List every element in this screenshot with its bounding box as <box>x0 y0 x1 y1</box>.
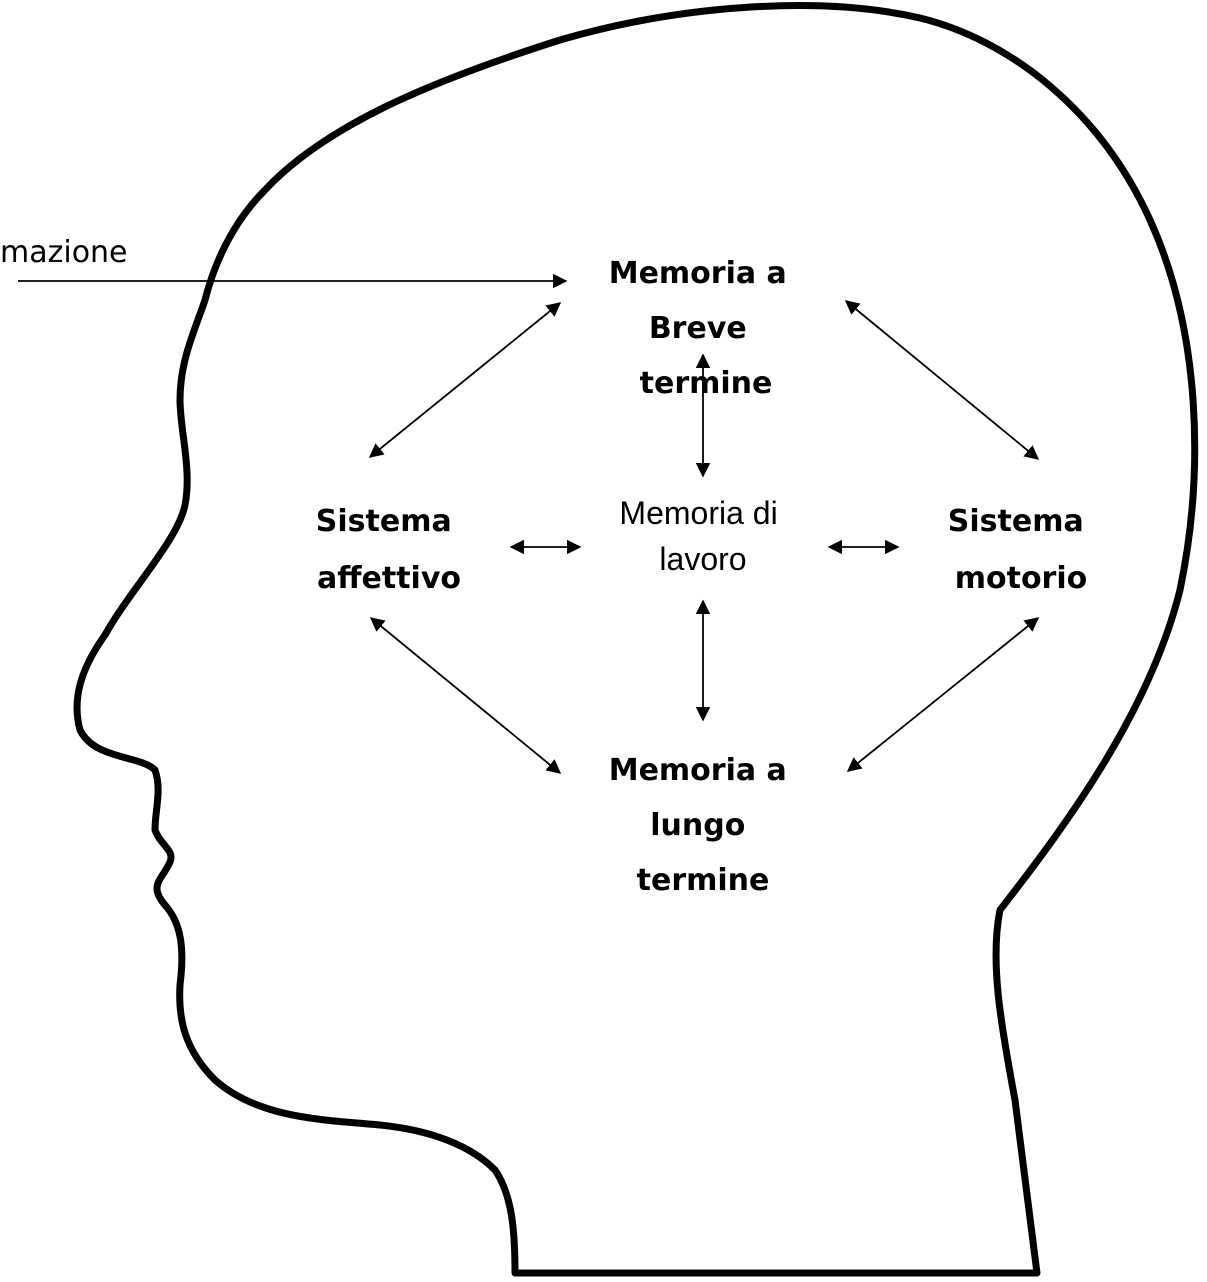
input-label: mazione <box>0 235 128 270</box>
long-term-memory-label: Memoria a lungo termine <box>609 753 798 898</box>
short-term-line-3: termine <box>640 366 773 401</box>
affective-line-1: Sistema <box>316 504 452 539</box>
long-term-line-2: lungo <box>650 808 745 843</box>
affective-system-label: Sistema affettivo <box>316 504 462 596</box>
motor-line-1: Sistema <box>948 504 1084 539</box>
short-term-line-1: Memoria a <box>609 256 787 291</box>
motor-system-label: Sistema motorio <box>948 504 1094 596</box>
long-term-line-1: Memoria a <box>609 753 787 788</box>
arrow-short-term-affective <box>368 302 562 458</box>
working-line-2: lavoro <box>659 541 746 577</box>
affective-line-2: affettivo <box>317 561 461 596</box>
arrow-affective-long-term <box>369 617 562 774</box>
short-term-line-2: Breve <box>649 311 747 346</box>
working-line-1: Memoria di <box>619 495 777 531</box>
long-term-line-3: termine <box>637 863 770 898</box>
motor-line-2: motorio <box>955 561 1088 596</box>
arrow-short-term-motor <box>844 300 1040 460</box>
head-outline <box>73 2 1199 1277</box>
short-term-memory-label: Memoria a Breve termine <box>609 256 798 401</box>
arrow-motor-long-term <box>846 617 1040 772</box>
working-memory-label: Memoria di lavoro <box>619 495 786 577</box>
